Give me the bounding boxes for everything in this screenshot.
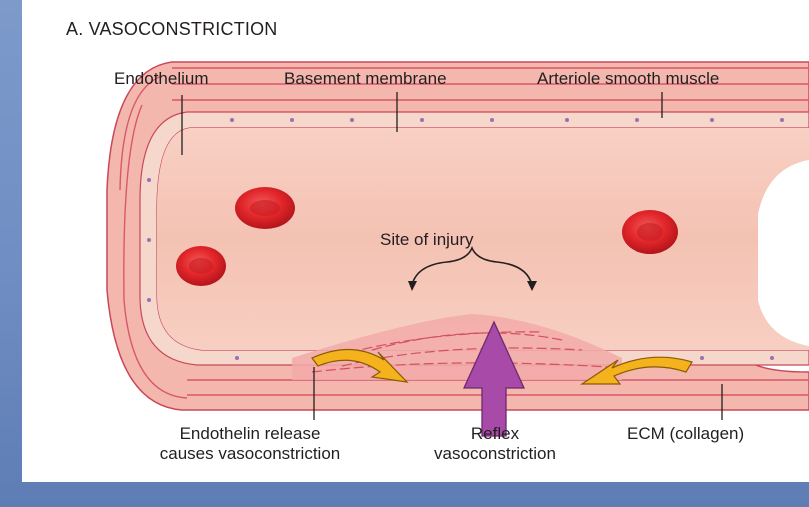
label-smooth-muscle: Arteriole smooth muscle [537,69,719,89]
label-reflex-line2: vasoconstriction [410,444,580,464]
label-endothelium: Endothelium [114,69,209,89]
figure-panel: A. VASOCONSTRICTION Endothelium Basement… [22,0,809,482]
label-endothelin-line1: Endothelin release [120,424,380,444]
label-reflex-line1: Reflex [410,424,580,444]
label-ecm: ECM (collagen) [627,424,744,444]
label-endothelin: Endothelin release causes vasoconstricti… [120,424,380,465]
label-reflex: Reflex vasoconstriction [410,424,580,465]
label-basement-membrane: Basement membrane [284,69,447,89]
label-site-of-injury: Site of injury [380,230,474,250]
label-endothelin-line2: causes vasoconstriction [120,444,380,464]
figure-title: A. VASOCONSTRICTION [66,19,278,41]
